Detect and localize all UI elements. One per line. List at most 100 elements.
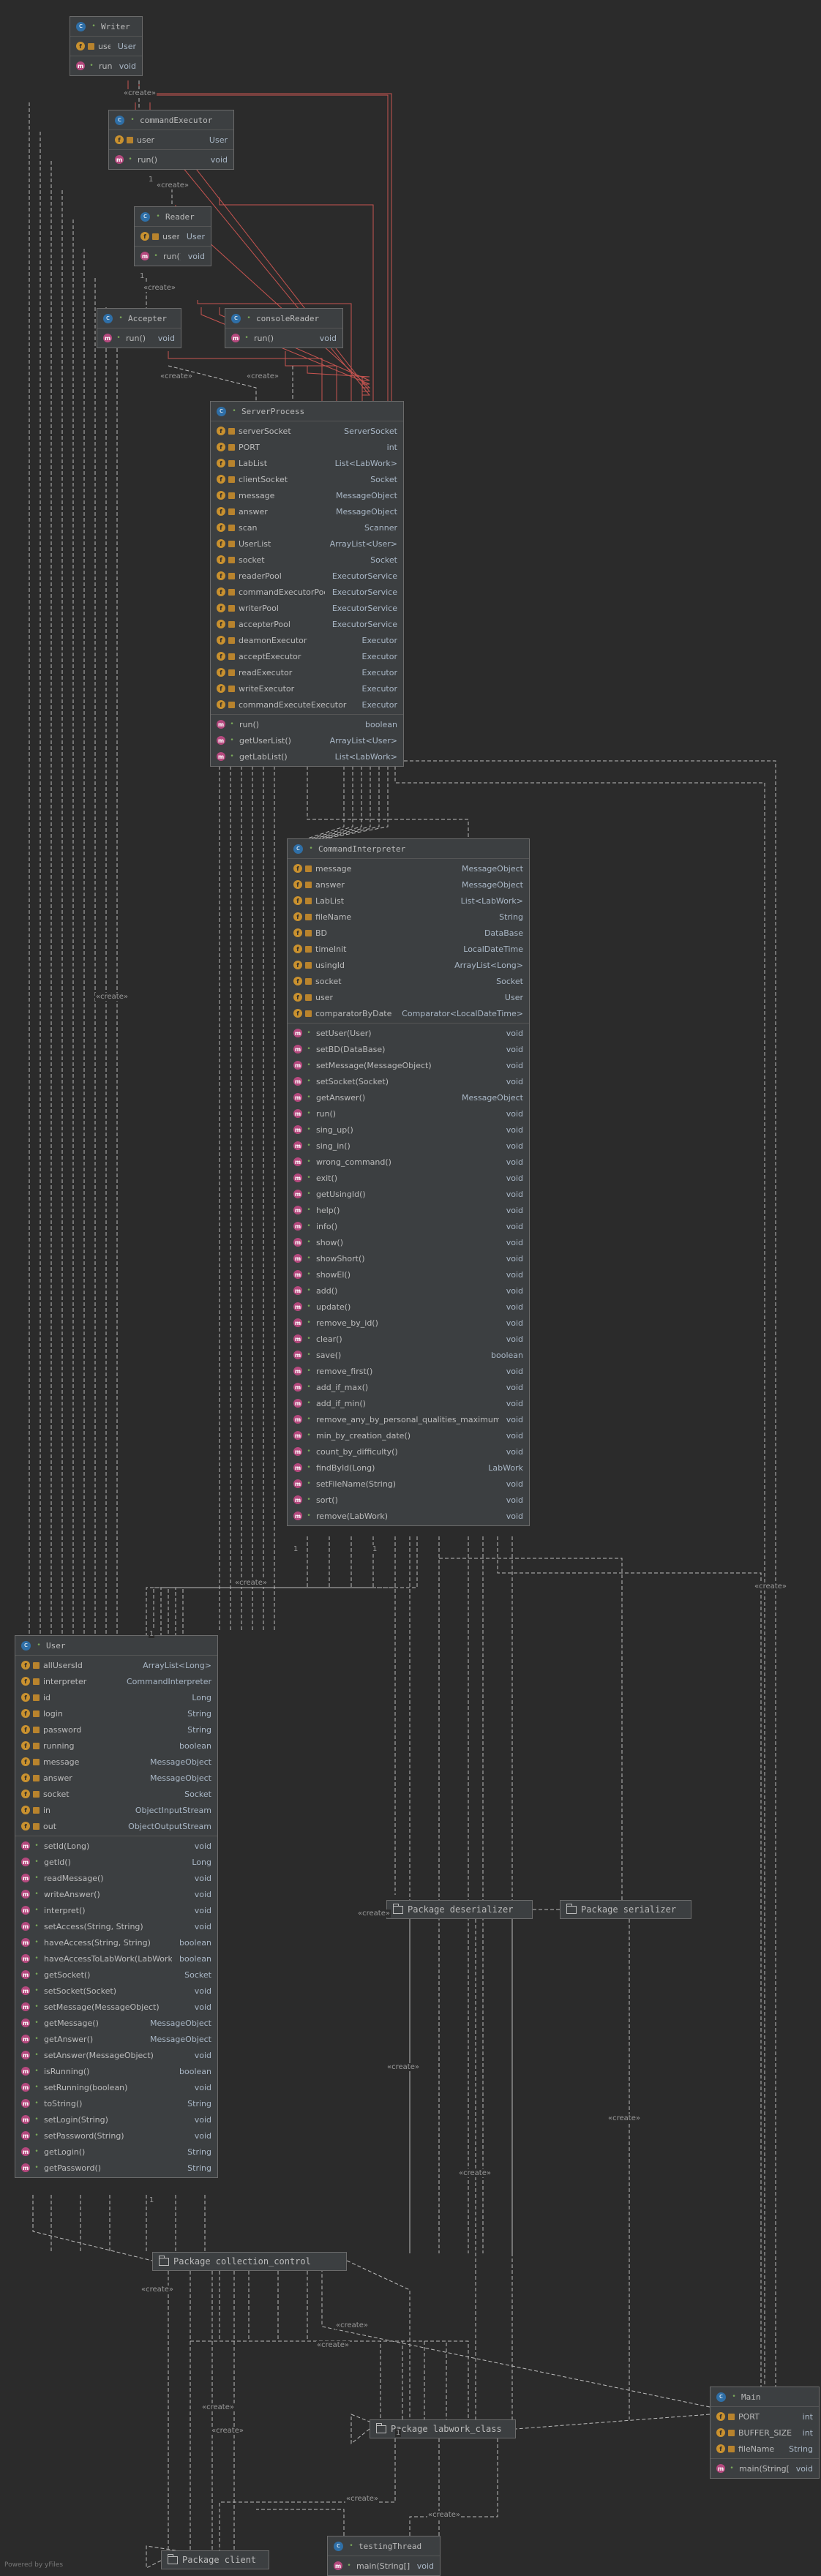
method-row[interactable]: m•main(String[])void <box>328 2558 440 2574</box>
method-row[interactable]: m•haveAccess(String, String)boolean <box>15 1934 217 1950</box>
class-accepter[interactable]: c•Accepter m•run()void <box>97 308 181 348</box>
method-row[interactable]: m•findById(Long)LabWork <box>288 1460 529 1476</box>
method-row[interactable]: m•showEl()void <box>288 1266 529 1283</box>
method-row[interactable]: m•getAnswer()MessageObject <box>288 1089 529 1105</box>
method-row[interactable]: m•getUserList()ArrayList<User> <box>211 732 403 748</box>
method-row[interactable]: m•sing_up()void <box>288 1122 529 1138</box>
method-row[interactable]: m•readMessage()void <box>15 1870 217 1886</box>
method-row[interactable]: m•run()void <box>135 248 211 264</box>
method-row[interactable]: m•getUsingId()void <box>288 1186 529 1202</box>
method-row[interactable]: m•getAnswer()MessageObject <box>15 2031 217 2047</box>
package-deserializer[interactable]: Package deserializer <box>386 1900 533 1919</box>
method-row[interactable]: m•add_if_max()void <box>288 1379 529 1395</box>
method-row[interactable]: m•min_by_creation_date()void <box>288 1427 529 1443</box>
method-row[interactable]: m•add_if_min()void <box>288 1395 529 1411</box>
method-row[interactable]: m•remove_first()void <box>288 1363 529 1379</box>
method-row[interactable]: m•getSocket()Socket <box>15 1967 217 1983</box>
method-row[interactable]: m•haveAccessToLabWork(LabWork)boolean <box>15 1950 217 1967</box>
class-testing-thread[interactable]: c•testingThread m•main(String[])void <box>327 2536 441 2576</box>
method-row[interactable]: m•run()void <box>225 330 342 346</box>
method-row[interactable]: m•setId(Long)void <box>15 1838 217 1854</box>
method-row[interactable]: m•remove(LabWork)void <box>288 1508 529 1524</box>
method-row[interactable]: m•help()void <box>288 1202 529 1218</box>
method-row[interactable]: m•writeAnswer()void <box>15 1886 217 1902</box>
method-row[interactable]: m•interpret()void <box>15 1902 217 1918</box>
method-row[interactable]: m•isRunning()boolean <box>15 2063 217 2079</box>
method-row[interactable]: m•save()boolean <box>288 1347 529 1363</box>
method-row[interactable]: m•show()void <box>288 1234 529 1250</box>
method-row[interactable]: m•run()void <box>109 151 233 168</box>
method-row[interactable]: m•sing_in()void <box>288 1138 529 1154</box>
method-row[interactable]: m•run()void <box>288 1105 529 1122</box>
method-row[interactable]: m•setSocket(Socket)void <box>288 1073 529 1089</box>
method-row[interactable]: m•setFileName(String)void <box>288 1476 529 1492</box>
method-row[interactable]: m•info()void <box>288 1218 529 1234</box>
method-row[interactable]: m•setRunning(boolean)void <box>15 2079 217 2095</box>
method-row[interactable]: m•setMessage(MessageObject)void <box>288 1057 529 1073</box>
package-collection-control[interactable]: Package collection_control <box>152 2252 347 2271</box>
method-row[interactable]: m•clear()void <box>288 1331 529 1347</box>
method-row[interactable]: m•showShort()void <box>288 1250 529 1266</box>
method-row[interactable]: m•setLogin(String)void <box>15 2111 217 2128</box>
method-row[interactable]: m•remove_any_by_personal_qualities_maxim… <box>288 1411 529 1427</box>
class-console-reader[interactable]: c•consoleReader m•run()void <box>225 308 343 348</box>
method-row[interactable]: m•add()void <box>288 1283 529 1299</box>
method-row[interactable]: m•remove_by_id()void <box>288 1315 529 1331</box>
method-row[interactable]: m•run()void <box>70 58 142 74</box>
method-row[interactable]: m•getId()Long <box>15 1854 217 1870</box>
method-row[interactable]: m•run()void <box>97 330 181 346</box>
method-row[interactable]: m•getMessage()MessageObject <box>15 2015 217 2031</box>
method-row[interactable]: m•count_by_difficulty()void <box>288 1443 529 1460</box>
method-row[interactable]: m•sort()void <box>288 1492 529 1508</box>
method-row[interactable]: m•run()boolean <box>211 716 403 732</box>
method-row[interactable]: m•main(String[])void <box>711 2460 819 2477</box>
package-serializer[interactable]: Package serializer <box>560 1900 691 1919</box>
method-row[interactable]: m•toString()String <box>15 2095 217 2111</box>
method-row[interactable]: m•setMessage(MessageObject)void <box>15 1999 217 2015</box>
method-row[interactable]: m•exit()void <box>288 1170 529 1186</box>
method-row[interactable]: m•setAccess(String, String)void <box>15 1918 217 1934</box>
